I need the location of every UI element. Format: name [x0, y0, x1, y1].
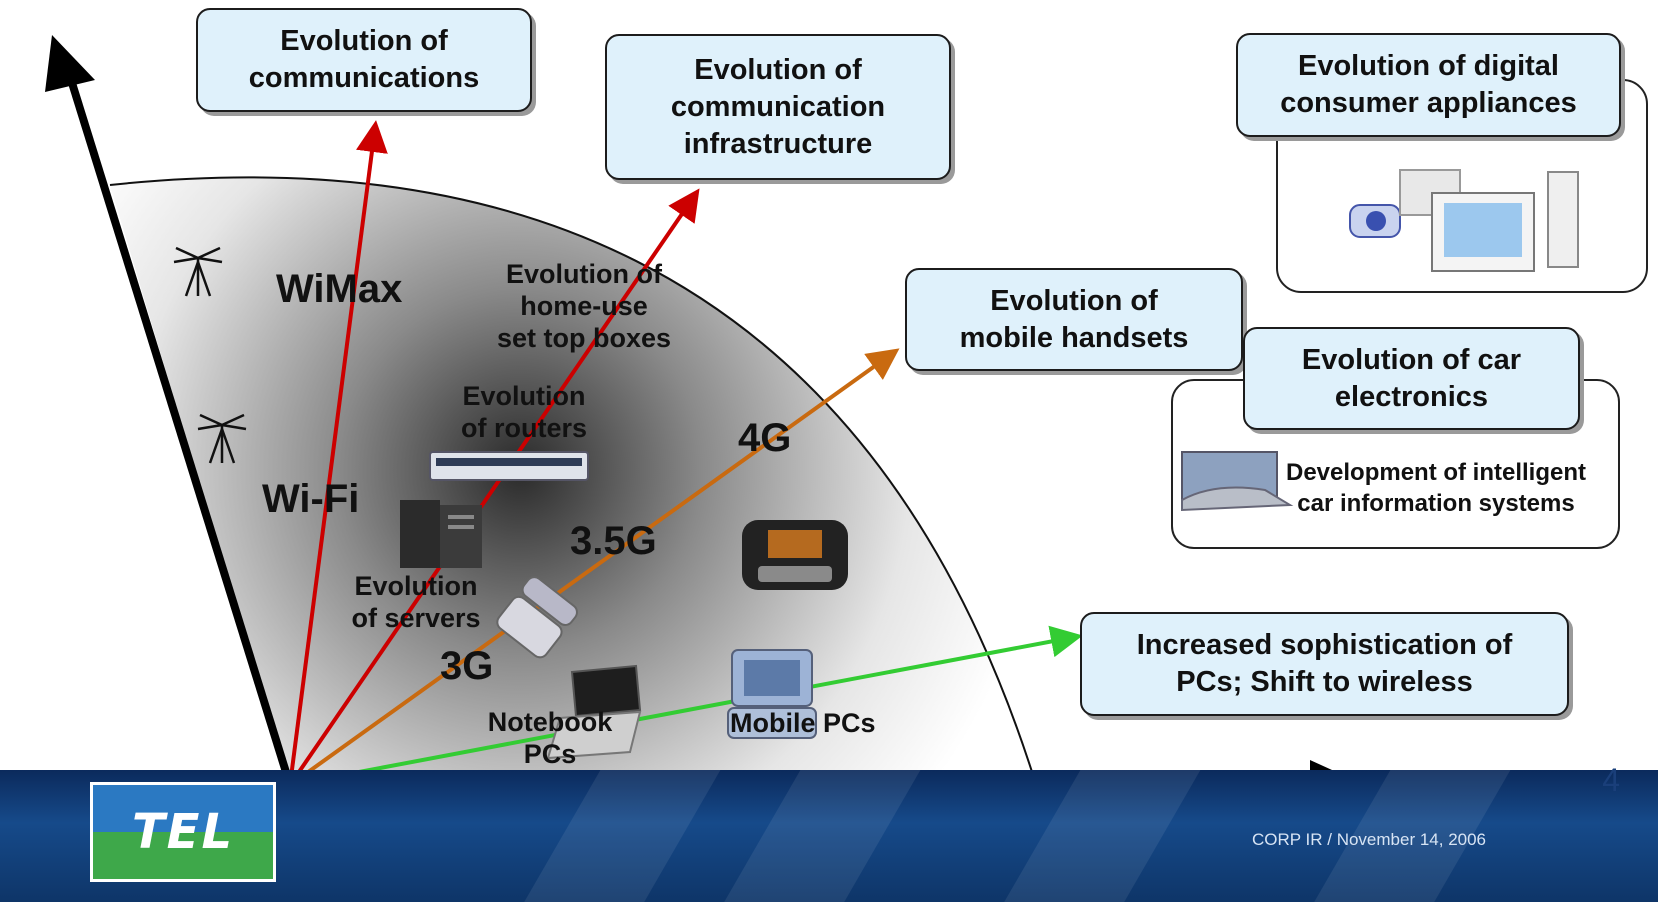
box-evolution-car-electronics: Evolution of car electronics	[1243, 327, 1580, 430]
label-notebook-pcs: Notebook PCs	[487, 707, 613, 769]
antenna-icon	[197, 413, 247, 464]
notebook-pc-icon	[546, 664, 642, 760]
shaded-region	[110, 177, 1033, 785]
y-axis-arrowhead	[45, 35, 95, 92]
label-routers: Evolution of routers	[460, 381, 587, 443]
label-mobile-pcs: Mobile PCs	[730, 708, 876, 738]
consumer-appliances-image	[1349, 169, 1579, 272]
label-set-top-boxes: Evolution of home-use set top boxes	[496, 259, 672, 353]
box-pc-sophistication: Increased sophistication of PCs; Shift t…	[1080, 612, 1569, 716]
label-car-information-systems: Development of intelligent car informati…	[1285, 459, 1587, 517]
footer-corp-text: CORP IR / November 14, 2006	[1252, 830, 1487, 849]
arrow-handsets	[288, 348, 900, 787]
box-evolution-communications: Evolution of communications	[196, 8, 532, 112]
label-wifi: Wi-Fi	[262, 477, 360, 521]
handheld-device-icon	[742, 520, 848, 590]
arc-boundary	[109, 176, 1034, 776]
label-4g: 4G	[738, 416, 792, 460]
antenna-icon	[173, 246, 223, 297]
flip-phone-icon	[496, 576, 578, 659]
company-logo: TEL	[90, 782, 276, 882]
arrow-communications	[288, 120, 388, 786]
server-icon	[400, 500, 482, 568]
arrow-pcs	[289, 625, 1083, 787]
box-evolution-consumer-appliances: Evolution of digital consumer appliances	[1236, 33, 1621, 137]
mobile-pc-icon	[727, 649, 817, 739]
router-icon	[429, 451, 589, 481]
y-axis	[64, 68, 294, 787]
box-evolution-infrastructure: Evolution of communication infrastructur…	[605, 34, 951, 180]
page-number: 4	[1602, 762, 1620, 798]
label-servers: Evolution of servers	[351, 571, 481, 633]
arrow-infrastructure	[288, 188, 700, 787]
box-evolution-handsets: Evolution of mobile handsets	[905, 268, 1243, 371]
label-wimax: WiMax	[276, 267, 403, 311]
footer-band	[0, 770, 1658, 902]
car-system-image	[1181, 451, 1294, 512]
label-3g: 3G	[440, 644, 494, 688]
label-3-5g: 3.5G	[570, 519, 657, 563]
